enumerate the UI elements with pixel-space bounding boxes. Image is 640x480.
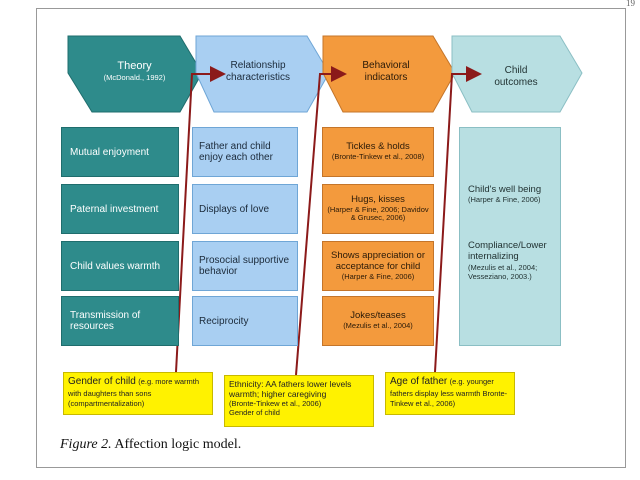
outcome-item-text: Compliance/Lower internalizing (468, 240, 547, 263)
theory-item: Paternal investment (61, 184, 179, 234)
relationship-item: Displays of love (192, 184, 298, 234)
moderator-ethnicity-note: Ethnicity: AA fathers lower levels warmt… (224, 375, 374, 427)
behavioral-item: Shows appreciation or acceptance for chi… (322, 241, 434, 291)
theory-item: Mutual enjoyment (61, 127, 179, 177)
relationship-item: Father and child enjoy each other (192, 127, 298, 177)
theory-header: Theory (McDonald., 1992) (82, 60, 187, 82)
arrow-ethnicity (295, 66, 347, 376)
outcome-item: Child's well being (Harper & Fine, 2006) (468, 184, 560, 204)
behavioral-item-text: Hugs, kisses (351, 193, 405, 205)
figure-caption: Figure 2. Affection logic model. (60, 437, 241, 453)
behavioral-item-cite: (Mezulis et al., 2004) (343, 321, 413, 331)
behavioral-item-cite: (Harper & Fine, 2006) (341, 271, 415, 281)
outcome-item: Compliance/Lower internalizing (Mezulis … (468, 240, 560, 281)
arrow-age-father (434, 66, 482, 373)
moderator-extra: Gender of child (229, 408, 280, 418)
theory-item: Transmission of resources (61, 296, 179, 346)
outcome-item-cite: (Harper & Fine, 2006) (468, 195, 541, 205)
theory-title: Theory (117, 60, 152, 72)
figure-label: Figure 2. (60, 437, 112, 452)
behavioral-item-text: Jokes/teases (350, 310, 406, 322)
figure-title: Affection logic model. (114, 437, 242, 452)
page-number: 19 (626, 0, 635, 8)
behavioral-item-text: Tickles & holds (346, 141, 410, 153)
moderator-age-note: Age of father (e.g. younger fathers disp… (385, 372, 515, 415)
outcomes-title-line2: outcomes (494, 77, 538, 88)
relationship-header: Relationship characteristics (208, 60, 308, 84)
behavioral-item-text: Shows appreciation or acceptance for chi… (331, 249, 425, 272)
behavioral-title-line1: Behavioral (362, 60, 410, 71)
moderator-label: Gender of child (68, 376, 136, 387)
moderator-detail: (Bronte-Tinkew et al., 2006) (229, 399, 322, 409)
behavioral-item: Hugs, kisses (Harper & Fine, 2006; David… (322, 184, 434, 234)
outcome-item-cite: (Mezulis et al., 2004; Vesseziano, 2003.… (468, 262, 538, 281)
behavioral-item: Tickles & holds (Bronte-Tinkew et al., 2… (322, 127, 434, 177)
theory-cite: (McDonald., 1992) (103, 73, 166, 83)
behavioral-item: Jokes/teases (Mezulis et al., 2004) (322, 296, 434, 346)
outcomes-header: Child outcomes (466, 65, 566, 89)
relationship-item: Reciprocity (192, 296, 298, 346)
relationship-title-line1: Relationship (230, 60, 286, 71)
behavioral-header: Behavioral indicators (336, 60, 436, 84)
behavioral-item-cite: (Harper & Fine, 2006; Davidov & Grusec, … (327, 204, 429, 223)
moderator-gender-note: Gender of child (e.g. more warmth with d… (63, 372, 213, 415)
outcomes-column (459, 127, 561, 346)
moderator-detail: (e.g. more warmth with daughters than so… (68, 377, 200, 409)
theory-item: Child values warmth (61, 241, 179, 291)
relationship-title-line2: characteristics (226, 72, 290, 83)
moderator-label: Age of father (390, 376, 448, 387)
behavioral-title-line2: indicators (364, 72, 408, 83)
arrow-gender (175, 66, 226, 373)
relationship-item: Prosocial supportive behavior (192, 241, 298, 291)
behavioral-item-cite: (Bronte-Tinkew et al., 2008) (331, 152, 425, 162)
theory-chevron (67, 35, 203, 113)
moderator-detail: (e.g. younger fathers display less warmt… (390, 377, 508, 409)
moderator-label: Ethnicity: AA fathers lower levels warmt… (229, 379, 352, 400)
outcomes-title-line1: Child (504, 65, 528, 76)
outcome-item-text: Child's well being (468, 184, 542, 195)
